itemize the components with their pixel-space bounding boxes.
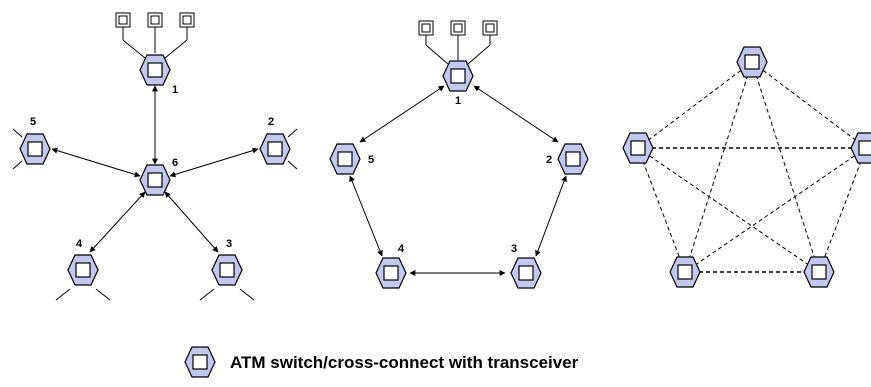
atm-switch-icon	[184, 346, 216, 378]
atm-switch-icon	[622, 132, 654, 164]
terminal-icon	[179, 12, 195, 28]
node-label: 5	[30, 116, 36, 128]
node-label: 4	[398, 243, 405, 255]
atm-switch-icon	[259, 133, 291, 165]
terminal-icon	[115, 12, 131, 28]
terminal-icon	[147, 12, 163, 28]
terminal-icon	[418, 20, 434, 36]
terminal-icon	[450, 20, 466, 36]
mesh-topology	[622, 46, 871, 288]
ring-topology: 1 2 3 4 5	[329, 20, 589, 289]
node-label: 5	[368, 154, 374, 166]
atm-switch-icon	[442, 60, 474, 92]
atm-switch-icon	[139, 164, 171, 196]
atm-switch-icon	[67, 254, 99, 286]
atm-switch-icon	[211, 254, 243, 286]
atm-switch-icon	[850, 132, 871, 164]
atm-switch-icon	[510, 257, 542, 289]
node-label: 4	[76, 238, 83, 250]
atm-switch-icon	[736, 46, 768, 78]
terminal-icon	[482, 20, 498, 36]
node-label: 1	[455, 95, 461, 107]
atm-switch-icon	[329, 143, 361, 175]
atm-switch-icon	[19, 133, 51, 165]
node-label: 2	[546, 154, 552, 166]
legend: ATM switch/cross-connect with transceive…	[184, 346, 579, 378]
node-label: 3	[226, 238, 232, 250]
node-label: 6	[172, 157, 178, 169]
node-label: 3	[511, 243, 517, 255]
star-topology: 1 2 3 4 5 6	[12, 12, 298, 301]
node-label: 1	[172, 84, 178, 96]
legend-text: ATM switch/cross-connect with transceive…	[230, 353, 579, 372]
atm-switch-icon	[669, 256, 701, 288]
atm-switch-icon	[803, 256, 835, 288]
atm-switch-icon	[375, 257, 407, 289]
node-label: 2	[268, 116, 274, 128]
atm-switch-icon	[139, 54, 171, 86]
atm-switch-icon	[557, 143, 589, 175]
